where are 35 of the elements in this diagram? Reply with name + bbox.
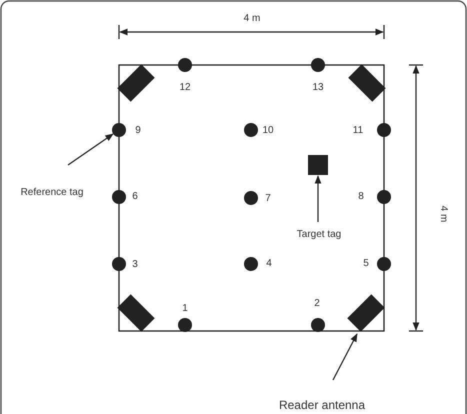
reference-tag-dot	[311, 58, 325, 72]
dimension-label: 4 m	[244, 13, 260, 25]
tag-number: 1	[182, 303, 188, 315]
tag-number: 2	[314, 298, 320, 310]
reference-tag-dot	[377, 257, 391, 271]
reference-tag-dot	[377, 190, 391, 204]
callout-label: Reference tag	[20, 186, 84, 200]
tag-number: 6	[132, 191, 138, 203]
target-tag-square	[308, 155, 328, 175]
reference-tag-dot	[244, 123, 258, 137]
tag-number: 4	[266, 258, 272, 270]
callout-label: Target tag	[296, 228, 342, 242]
reference-tag-dot	[311, 318, 325, 332]
reference-tag-dot	[112, 123, 126, 137]
tag-number: 13	[312, 82, 324, 94]
tag-number: 7	[265, 193, 271, 205]
callout-label: Reader antenna	[278, 398, 366, 412]
reference-tag-dot	[112, 257, 126, 271]
leader-line	[332, 333, 358, 380]
reference-tag-dot	[112, 190, 126, 204]
reference-tag-dot	[377, 123, 391, 137]
tag-number: 12	[179, 82, 191, 94]
tag-number: 8	[358, 191, 364, 203]
tag-number: 3	[132, 259, 138, 271]
tag-number: 9	[135, 125, 141, 137]
reference-tag-dot	[244, 191, 258, 205]
tag-number: 11	[352, 125, 364, 137]
reference-tag-dot	[178, 318, 192, 332]
reference-tag-dot	[178, 58, 192, 72]
tag-number: 5	[363, 258, 369, 270]
tag-number: 10	[262, 125, 274, 137]
reference-tag-dot	[244, 257, 258, 271]
leader-line	[68, 134, 114, 166]
leader-line	[314, 175, 322, 222]
dimension-label: 4 m	[437, 206, 449, 222]
